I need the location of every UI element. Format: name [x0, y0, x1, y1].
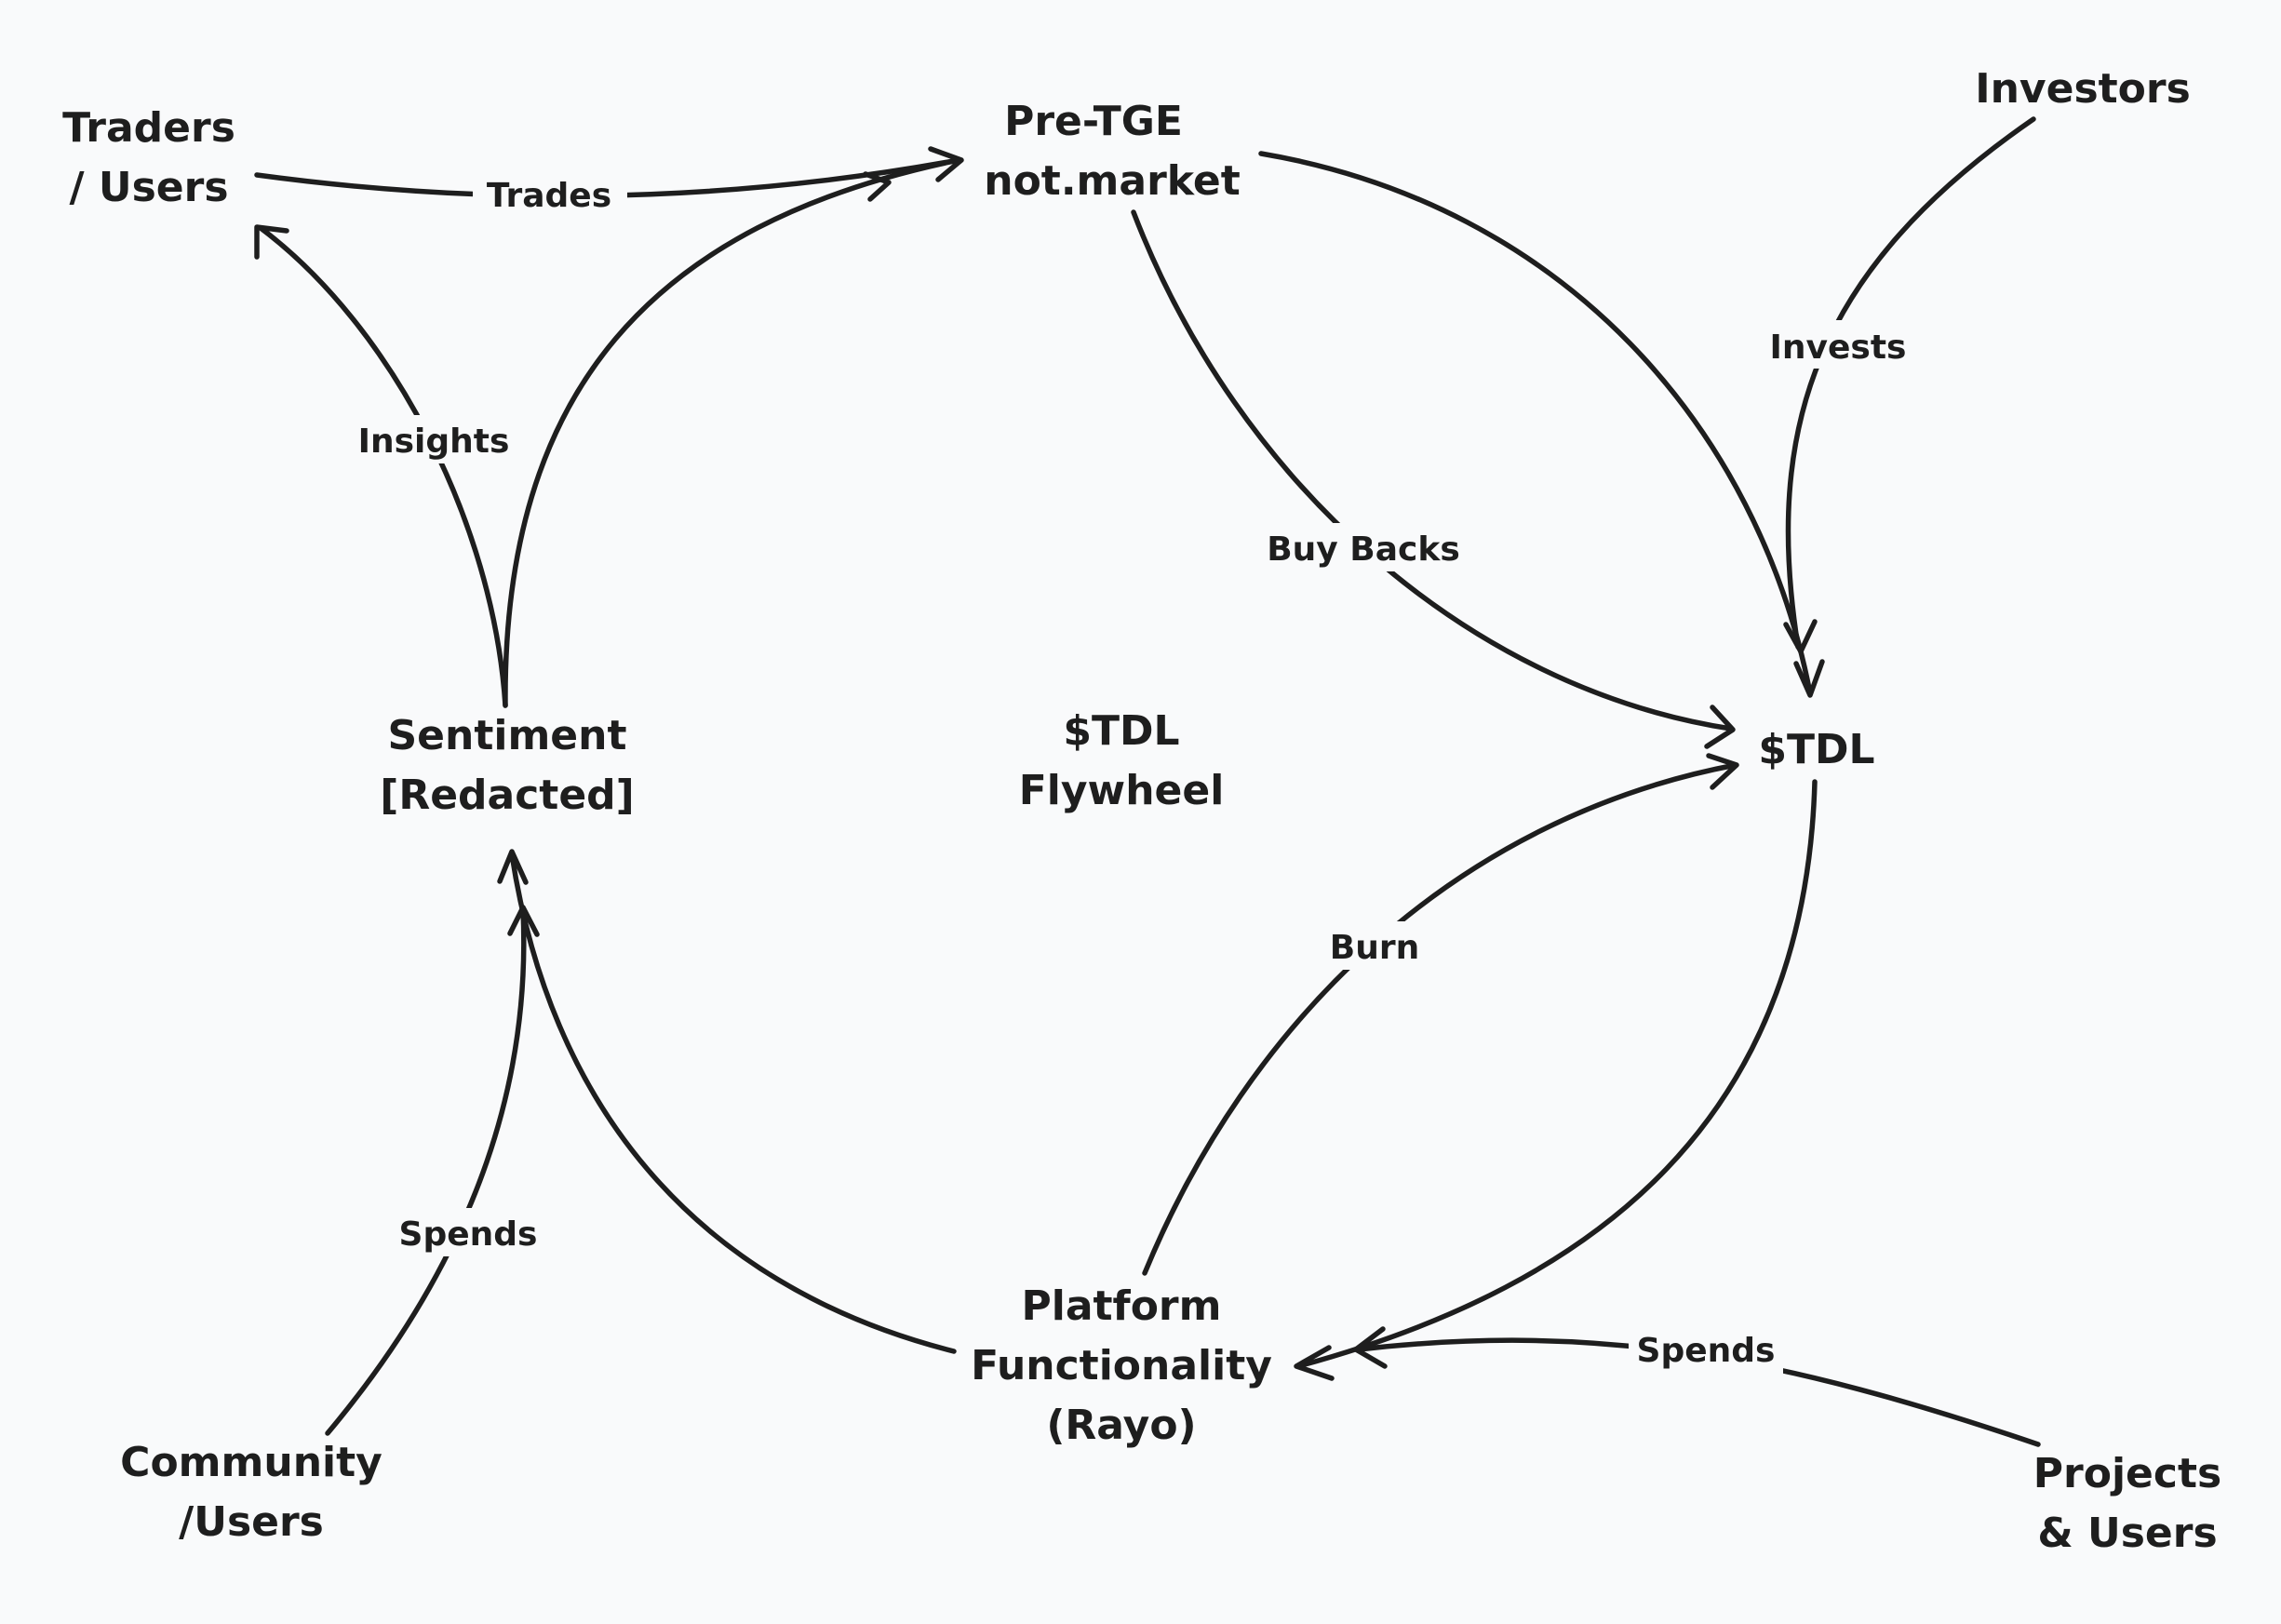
edge-platform-to-sentiment	[497, 849, 957, 1354]
svg-text:Burn: Burn	[1330, 929, 1419, 967]
node-community: Community /Users	[120, 1439, 382, 1546]
edge-label-trades: Trades	[473, 171, 627, 220]
node-sentiment: Sentiment [Redacted]	[380, 712, 635, 819]
svg-text:Platform: Platform	[1022, 1282, 1222, 1330]
edge-sentiment-to-pretge	[503, 157, 961, 708]
svg-text:Projects: Projects	[2033, 1450, 2221, 1497]
edge-label-buybacks: Buy Backs	[1256, 523, 1470, 571]
node-center-flywheel: $TDL Flywheel	[1019, 707, 1225, 814]
svg-text:Buy Backs: Buy Backs	[1267, 530, 1460, 569]
edge-label-burn: Burn	[1320, 921, 1429, 970]
svg-text:Flywheel: Flywheel	[1019, 767, 1225, 814]
svg-text:Trades: Trades	[487, 177, 611, 215]
svg-text:not.market: not.market	[984, 157, 1241, 205]
edge-tdl-to-platform	[1294, 779, 1818, 1381]
node-investors: Investors	[1975, 65, 2191, 113]
svg-text:& Users: & Users	[2037, 1510, 2217, 1557]
node-projects: Projects & Users	[2033, 1450, 2221, 1557]
node-pretge: Pre-TGE not.market	[984, 98, 1241, 205]
svg-text:Investors: Investors	[1975, 65, 2191, 113]
svg-text:Traders: Traders	[62, 104, 235, 152]
node-tdl: $TDL	[1758, 726, 1874, 773]
svg-text:(Rayo): (Rayo)	[1046, 1402, 1196, 1449]
svg-text:Pre-TGE: Pre-TGE	[1004, 98, 1183, 145]
edge-pretge-to-tdl	[1258, 151, 1825, 698]
svg-text:Spends: Spends	[399, 1215, 538, 1254]
edge-label-spends-community: Spends	[391, 1208, 545, 1256]
svg-text:$TDL: $TDL	[1758, 726, 1874, 773]
node-platform: Platform Functionality (Rayo)	[971, 1282, 1272, 1449]
edge-burn	[1142, 753, 1739, 1276]
svg-text:Spends: Spends	[1637, 1332, 1776, 1370]
svg-text:Functionality: Functionality	[971, 1342, 1272, 1389]
svg-text:/ Users: / Users	[69, 164, 228, 211]
edge-buybacks	[1131, 209, 1736, 749]
svg-text:Invests: Invests	[1770, 329, 1907, 367]
svg-text:Community: Community	[120, 1439, 382, 1486]
edge-spends-community	[325, 905, 540, 1436]
svg-text:[Redacted]: [Redacted]	[380, 772, 635, 819]
svg-text:$TDL: $TDL	[1063, 707, 1179, 755]
svg-text:Sentiment: Sentiment	[387, 712, 626, 759]
node-traders: Traders / Users	[62, 104, 235, 211]
edge-label-insights: Insights	[342, 415, 525, 463]
edge-insights	[254, 224, 508, 708]
svg-text:/Users: /Users	[179, 1498, 324, 1546]
svg-text:Insights: Insights	[358, 423, 510, 461]
edge-label-spends-projects: Spends	[1629, 1325, 1783, 1374]
edge-label-invests: Invests	[1755, 320, 1921, 369]
edge-invests	[1783, 116, 2036, 654]
